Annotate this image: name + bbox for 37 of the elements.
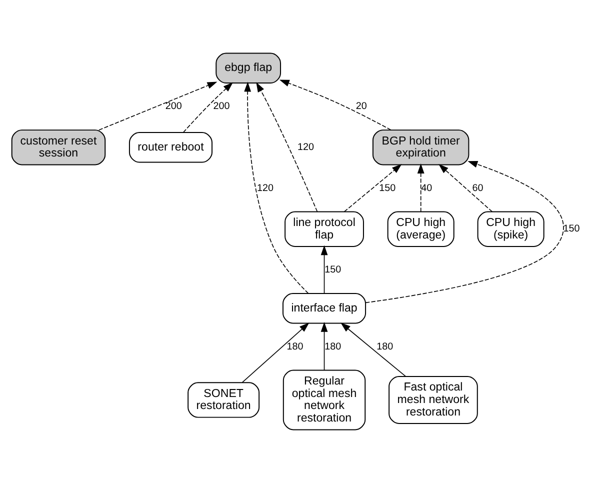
- arrow: [244, 82, 309, 294]
- edge-label: 40: [421, 182, 432, 194]
- node-box: ebgp flap: [216, 52, 282, 84]
- arrow: [340, 322, 406, 377]
- arrow: [320, 245, 328, 294]
- edge-label: 120: [297, 142, 314, 153]
- edge-label: 180: [324, 341, 342, 352]
- edge-label: 180: [286, 341, 304, 352]
- edge-label: 150: [379, 182, 396, 194]
- edge-label: 150: [563, 224, 580, 235]
- arrow: [242, 322, 310, 383]
- arrow: [98, 82, 218, 130]
- arrow: [256, 82, 318, 212]
- edge-label: 200: [165, 101, 182, 112]
- arrow: [279, 80, 392, 130]
- edge-label: 20: [356, 101, 367, 112]
- edge-label: 120: [256, 182, 274, 194]
- edge-label: 150: [324, 264, 342, 276]
- node-box: interface flap: [282, 293, 366, 324]
- node-box: customer reset session: [11, 130, 106, 166]
- edge-label: 200: [213, 101, 230, 112]
- edge-label: 180: [376, 341, 394, 352]
- node-box: router reboot: [128, 132, 212, 163]
- node-box: Regular optical mesh network restoration: [282, 370, 366, 430]
- arrow: [417, 164, 424, 212]
- arrow: [438, 164, 493, 212]
- arrow: [365, 160, 564, 304]
- edge-label: 60: [472, 182, 484, 194]
- node-box: CPU high (average): [387, 211, 454, 247]
- node-box: BGP hold timer expiration: [372, 130, 470, 166]
- node-box: Fast optical mesh network restoration: [388, 376, 478, 424]
- arrow: [320, 322, 328, 371]
- arrow: [182, 82, 234, 133]
- node-box: line protocol flap: [284, 211, 364, 247]
- node-box: CPU high (spike): [477, 211, 544, 247]
- arrow: [344, 164, 402, 212]
- node-box: SONET restoration: [188, 382, 260, 418]
